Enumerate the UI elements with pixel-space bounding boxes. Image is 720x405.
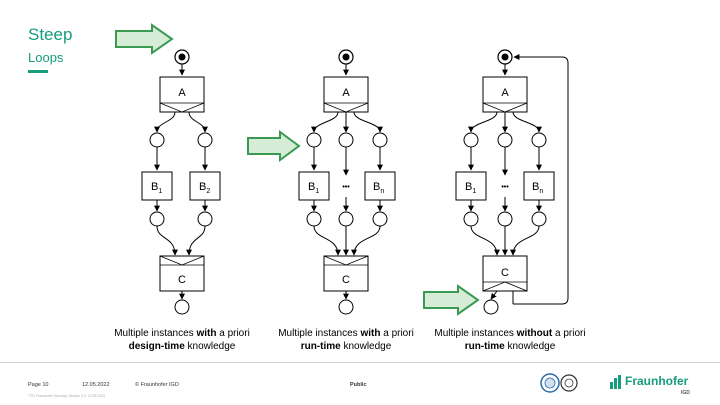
place-node	[372, 211, 388, 227]
activity-c-label: C	[178, 274, 186, 286]
logo-wordmark: Fraunhofer	[625, 374, 689, 388]
ellipsis-dots: •••	[342, 184, 350, 191]
title-underline	[28, 70, 48, 73]
footer-date: 12.05.2022	[82, 382, 110, 388]
activity-b1-sub: 1	[472, 188, 476, 195]
end-node	[483, 299, 499, 315]
activity-c-label: C	[342, 274, 350, 286]
place-node	[197, 132, 213, 148]
footer-divider	[0, 362, 720, 363]
place-node	[497, 211, 513, 227]
diagram-design-time: A B1 B2 C	[141, 49, 221, 315]
place-node	[372, 132, 388, 148]
activity-b1-sub: 1	[158, 188, 162, 195]
activity-a-label: A	[501, 87, 509, 99]
activity-c	[159, 255, 205, 292]
activity-bn-sub: n	[380, 188, 384, 195]
place-node	[531, 132, 547, 148]
svg-text:Bn: Bn	[532, 181, 543, 195]
place-node	[306, 132, 322, 148]
end-node	[174, 299, 190, 315]
activity-b1	[298, 171, 330, 201]
place-node	[306, 211, 322, 227]
highlight-arrow	[247, 130, 301, 162]
slide-subtitle: Loops	[28, 50, 64, 65]
svg-text:B1: B1	[151, 181, 162, 195]
activity-b1-label: B	[151, 181, 158, 193]
footer-page: Page 10	[28, 382, 49, 388]
footer-small-print: TTG Fraunhofer Security, Version 2.0, 12…	[28, 394, 106, 398]
caption-run-time-loop: Multiple instances without a priori run-…	[434, 328, 586, 352]
footer-classification: Public	[350, 382, 367, 388]
activity-bn-sub: n	[539, 188, 543, 195]
place-node	[338, 211, 354, 227]
activity-b2-sub: 2	[206, 188, 210, 195]
loop-back-edge	[513, 54, 569, 305]
logo-institute: IGD	[681, 390, 690, 396]
svg-text:B2: B2	[199, 181, 210, 195]
activity-b1-sub: 1	[315, 188, 319, 195]
activity-c-label: C	[501, 267, 509, 279]
end-node	[338, 299, 354, 315]
caption-design-time: Multiple instances with a priori design-…	[114, 328, 250, 352]
place-node	[149, 211, 165, 227]
activity-b1-label: B	[465, 181, 472, 193]
place-node	[463, 132, 479, 148]
place-node	[149, 132, 165, 148]
footer-copyright: © Fraunhofer IGD	[135, 382, 179, 388]
ellipsis-dots: •••	[501, 184, 509, 191]
activity-bn-label: B	[532, 181, 539, 193]
place-node	[197, 211, 213, 227]
activity-a-label: A	[178, 87, 186, 99]
svg-text:Bn: Bn	[373, 181, 384, 195]
activity-b2-label: B	[199, 181, 206, 193]
fraunhofer-logo-icon	[610, 375, 621, 389]
svg-text:B1: B1	[465, 181, 476, 195]
slide-title: Steep	[28, 25, 73, 44]
place-node	[497, 132, 513, 148]
diagram-run-time-loop: A B1 ••• Bn C	[455, 49, 569, 315]
activity-bn-label: B	[373, 181, 380, 193]
svg-text:B1: B1	[308, 181, 319, 195]
certification-seals-icon	[540, 373, 578, 393]
activity-c	[482, 255, 528, 292]
highlight-arrow	[423, 284, 480, 316]
activity-c	[323, 255, 369, 292]
place-node	[338, 132, 354, 148]
place-node	[463, 211, 479, 227]
activity-a-label: A	[342, 87, 350, 99]
activity-b1-label: B	[308, 181, 315, 193]
activity-bn	[523, 171, 555, 201]
caption-run-time: Multiple instances with a priori run-tim…	[278, 328, 414, 352]
activity-b2	[189, 171, 221, 201]
place-node	[531, 211, 547, 227]
highlight-arrow	[115, 23, 174, 55]
diagram-run-time: A B1 ••• Bn C	[298, 49, 396, 315]
